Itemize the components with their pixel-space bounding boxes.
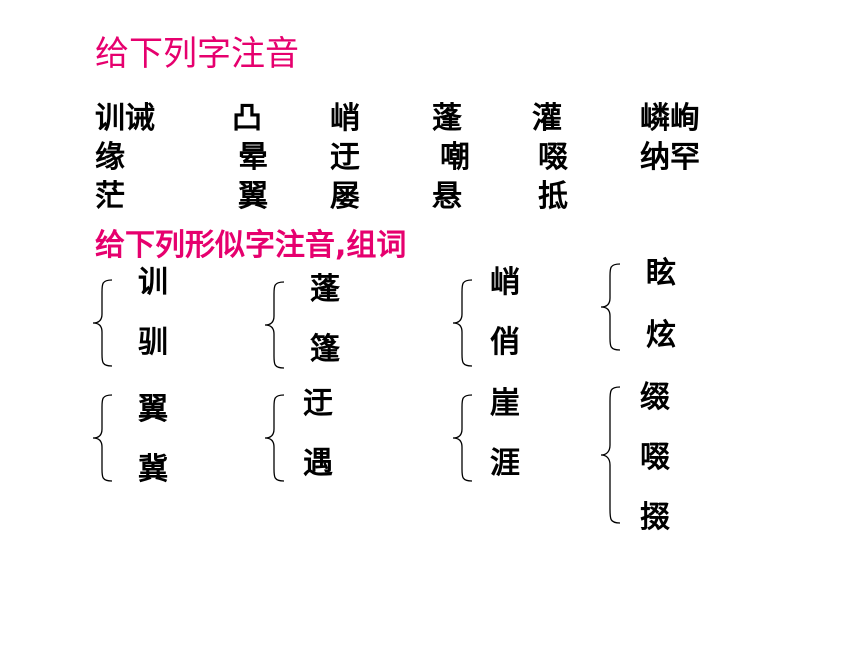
brace-icon	[600, 386, 621, 524]
word-guan: 灌	[532, 101, 562, 136]
char-xuan2: 炫	[646, 318, 676, 353]
word-xunjie: 训诫	[95, 101, 155, 136]
word-yuan: 缘	[95, 140, 125, 175]
title-similar: 给下列形似字注音,组词	[95, 228, 407, 263]
char-yu2: 遇	[303, 446, 333, 481]
word-yi: 翼	[238, 179, 268, 214]
char-ji: 冀	[138, 452, 168, 487]
word-qiao: 峭	[330, 101, 360, 136]
char-yu: 迂	[303, 386, 333, 421]
char-xun: 训	[138, 265, 168, 300]
word-yun: 晕	[238, 140, 268, 175]
word-linxun: 嶙峋	[640, 101, 700, 136]
char-xun2: 驯	[138, 325, 168, 360]
word-chao: 嘲	[440, 140, 470, 175]
word-xuan: 悬	[432, 179, 462, 214]
char-duo: 掇	[640, 500, 670, 535]
char-peng2: 篷	[310, 332, 340, 367]
char-xuan: 眩	[646, 256, 676, 291]
word-peng: 蓬	[432, 101, 462, 136]
brace-icon	[452, 394, 473, 482]
title-phonetic: 给下列字注音	[95, 34, 299, 74]
word-yu: 迂	[330, 140, 360, 175]
word-di: 抵	[538, 179, 568, 214]
brace-icon	[452, 279, 473, 367]
brace-icon	[264, 281, 285, 369]
char-qiao: 峭	[490, 265, 520, 300]
word-chuo: 啜	[538, 140, 568, 175]
word-lv: 屡	[330, 179, 360, 214]
char-qiao2: 俏	[490, 325, 520, 360]
word-tu: 凸	[232, 101, 262, 136]
char-chuo: 啜	[640, 440, 670, 475]
brace-icon	[92, 394, 113, 482]
char-ya: 崖	[490, 386, 520, 421]
char-peng: 蓬	[310, 272, 340, 307]
word-nahan: 纳罕	[640, 140, 700, 175]
word-mang: 茫	[95, 179, 125, 214]
char-zhui: 缀	[640, 380, 670, 415]
brace-icon	[92, 279, 113, 367]
brace-icon	[600, 263, 621, 351]
brace-icon	[264, 394, 285, 482]
char-yi: 翼	[138, 392, 168, 427]
char-ya2: 涯	[490, 446, 520, 481]
